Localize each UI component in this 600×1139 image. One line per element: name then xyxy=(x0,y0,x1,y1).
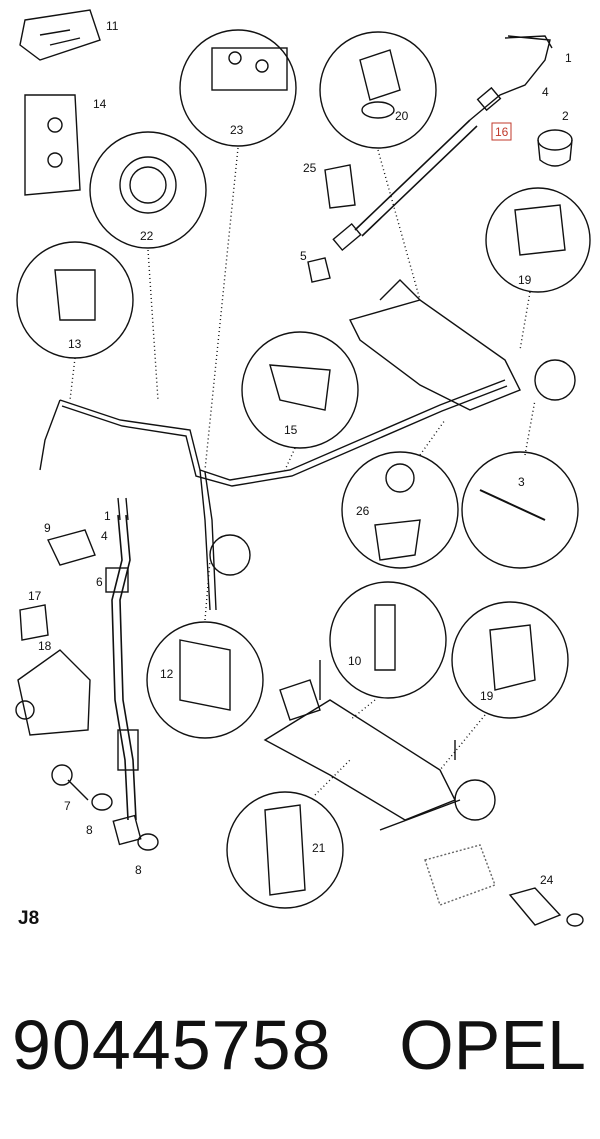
callout-11: 11 xyxy=(106,19,119,33)
part-footer: 90445758 OPEL xyxy=(0,990,600,1100)
callout-15: 15 xyxy=(284,423,298,437)
wheel-cylinder-front-left[interactable] xyxy=(209,534,251,576)
callout-1-left: 1 xyxy=(104,509,111,523)
callout-19-top: 19 xyxy=(518,273,532,287)
part-number: 90445758 xyxy=(12,1006,332,1084)
brake-pipe-exploded-diagram: 1 4 2 16 20 23 11 14 22 25 5 19 13 15 26… xyxy=(15,9,591,927)
callout-26: 26 xyxy=(356,504,370,518)
callout-2: 2 xyxy=(562,109,569,123)
detail-bubble-15[interactable] xyxy=(241,331,359,471)
clip-11[interactable] xyxy=(19,9,101,61)
callout-21: 21 xyxy=(312,841,326,855)
callout-14: 14 xyxy=(93,97,107,111)
retainer-25[interactable] xyxy=(324,164,356,209)
detail-bubble-3[interactable] xyxy=(461,399,579,569)
callout-23: 23 xyxy=(230,123,244,137)
callout-17: 17 xyxy=(28,589,42,603)
detail-bubble-20[interactable] xyxy=(319,31,437,301)
bracket-14[interactable] xyxy=(24,94,81,196)
detail-bubble-13[interactable] xyxy=(16,241,134,401)
clip-9[interactable] xyxy=(47,529,96,566)
pipe-end-1-top xyxy=(504,35,553,49)
flexible-brake-hose-16[interactable] xyxy=(332,35,551,252)
callout-8-b: 8 xyxy=(135,863,142,877)
brand-name: OPEL xyxy=(399,1006,586,1084)
detail-bubble-26[interactable] xyxy=(341,419,459,569)
valve-block-dotted xyxy=(424,844,496,906)
cap-2[interactable] xyxy=(537,129,573,167)
clip-17[interactable] xyxy=(19,604,49,641)
callout-7: 7 xyxy=(64,799,71,813)
callout-25: 25 xyxy=(303,161,317,175)
bracket-18[interactable] xyxy=(15,649,91,736)
callout-4-left: 4 xyxy=(101,529,108,543)
wheel-cylinder-rear-right[interactable] xyxy=(454,779,496,821)
callout-13: 13 xyxy=(68,337,82,351)
sleeve-24[interactable] xyxy=(508,887,584,927)
callout-12: 12 xyxy=(160,667,174,681)
flexible-hose-left[interactable] xyxy=(105,514,142,846)
detail-bubble-22[interactable] xyxy=(89,131,207,401)
callout-4-top: 4 xyxy=(542,85,549,99)
page-code: J8 xyxy=(18,908,40,929)
callout-8-a: 8 xyxy=(86,823,93,837)
bolt-7[interactable] xyxy=(51,764,89,801)
callout-16-highlight-box xyxy=(491,122,512,141)
detail-bubble-19-top[interactable] xyxy=(485,187,591,351)
detail-bubble-19-bottom[interactable] xyxy=(439,601,569,771)
brake-pipe-frame xyxy=(39,279,521,831)
callout-5: 5 xyxy=(300,249,307,263)
callout-10: 10 xyxy=(348,654,362,668)
callout-18: 18 xyxy=(38,639,52,653)
callout-19-bottom: 19 xyxy=(480,689,494,703)
pipe-end-1-left xyxy=(117,497,129,521)
detail-bubble-23[interactable] xyxy=(179,29,297,471)
detail-bubble-10[interactable] xyxy=(329,581,447,721)
nut-5[interactable] xyxy=(307,257,331,283)
callout-3: 3 xyxy=(518,475,525,489)
washer-8-b[interactable] xyxy=(137,833,159,851)
callout-20: 20 xyxy=(395,109,409,123)
callout-labels: 1 4 2 16 20 23 11 14 22 25 5 19 13 15 26… xyxy=(28,19,572,887)
callout-16: 16 xyxy=(495,125,509,139)
washer-8-a[interactable] xyxy=(91,793,113,811)
wheel-cylinder-rear-left[interactable] xyxy=(279,679,321,721)
callout-1-top: 1 xyxy=(565,51,572,65)
callout-22: 22 xyxy=(140,229,154,243)
callout-24: 24 xyxy=(540,873,554,887)
wheel-cylinder-front-right[interactable] xyxy=(534,359,576,401)
detail-bubble-12[interactable] xyxy=(146,559,264,739)
detail-bubble-21[interactable] xyxy=(226,759,351,909)
callout-9: 9 xyxy=(44,521,51,535)
callout-6: 6 xyxy=(96,575,103,589)
